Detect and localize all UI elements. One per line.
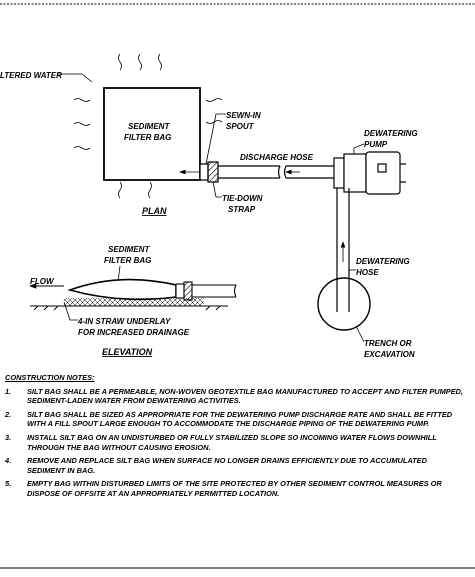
trench-label-2: EXCAVATION (364, 350, 415, 359)
pump-leader (353, 143, 365, 154)
pump-label-2: PUMP (364, 140, 388, 149)
plan-bag-label-1: SEDIMENT (128, 122, 170, 131)
strap-label-1: TIE-DOWN (222, 194, 263, 203)
sewn-in-spout (199, 163, 209, 181)
note-text: SILT BAG SHALL BE A PERMEABLE, NON-WOVEN… (27, 386, 464, 406)
elevation-filter-bag (67, 278, 177, 301)
discharge-hose-label: DISCHARGE HOSE (240, 153, 314, 162)
pump-label-1: DEWATERING (364, 129, 418, 138)
spout-leader (205, 113, 226, 165)
dewatering-hose (336, 188, 350, 312)
filtered-water-leader (58, 73, 93, 83)
note-text: EMPTY BAG WITHIN DISTURBED LIMITS OF THE… (27, 479, 442, 498)
discharge-hose (218, 165, 334, 179)
spout-label-1: SEWN-IN (226, 111, 261, 120)
note-text: INSTALL SILT BAG ON AN UNDISTURBED OR FU… (27, 432, 437, 452)
note-text: REMOVE AND REPLACE SILT BAG WHEN SURFACE… (27, 456, 427, 475)
note-number: 5. (5, 479, 12, 489)
filtered-water-label: LTERED WATER (0, 71, 62, 80)
elevation-hose (192, 284, 237, 298)
note-item: 1. SILT BAG SHALL BE A PERMEABLE, NON-WO… (5, 387, 467, 406)
plan-bag-label-2: FILTER BAG (124, 133, 171, 142)
spout-label-2: SPOUT (226, 122, 255, 131)
straw-label-2: FOR INCREASED DRAINAGE (78, 328, 190, 337)
note-number: 1. (5, 386, 12, 396)
strap-label-2: STRAP (228, 205, 256, 214)
dewatering-hose-label-1: DEWATERING (356, 257, 410, 266)
elevation-spout (175, 283, 185, 299)
filtered-water-waves (73, 53, 223, 199)
flow-label: FLOW (30, 277, 55, 286)
sediment-filter-bag (103, 87, 201, 181)
trench-excavation (317, 277, 371, 331)
elevation-bag-label-2: FILTER BAG (104, 256, 151, 265)
note-item: 4. REMOVE AND REPLACE SILT BAG WHEN SURF… (5, 456, 467, 475)
elevation-title: ELEVATION (102, 347, 153, 357)
note-number: 4. (5, 456, 12, 466)
note-text: SILT BAG SHALL BE SIZED AS APPROPRIATE F… (27, 409, 453, 429)
elevation-strap (183, 281, 193, 301)
trench-leader (355, 325, 365, 343)
note-number: 3. (5, 432, 12, 442)
plan-title: PLAN (142, 206, 167, 216)
strap-leader (212, 181, 222, 198)
dewatering-pump (333, 151, 406, 195)
straw-leader (63, 301, 78, 321)
note-item: 3. INSTALL SILT BAG ON AN UNDISTURBED OR… (5, 433, 467, 452)
trench-label-1: TRENCH OR (364, 339, 412, 348)
ground-line (30, 305, 228, 311)
construction-notes: CONSTRUCTION NOTES: 1. SILT BAG SHALL BE… (5, 373, 467, 503)
straw-underlay (64, 298, 204, 306)
elevation-bag-label-1: SEDIMENT (108, 245, 150, 254)
note-number: 2. (5, 409, 12, 419)
tie-down-strap (207, 161, 219, 183)
note-item: 5. EMPTY BAG WITHIN DISTURBED LIMITS OF … (5, 479, 467, 498)
dewatering-hose-label-2: HOSE (356, 268, 379, 277)
straw-label-1: 4-IN STRAW UNDERLAY (77, 317, 171, 326)
note-item: 2. SILT BAG SHALL BE SIZED AS APPROPRIAT… (5, 410, 467, 429)
construction-notes-title: CONSTRUCTION NOTES: (5, 373, 95, 382)
